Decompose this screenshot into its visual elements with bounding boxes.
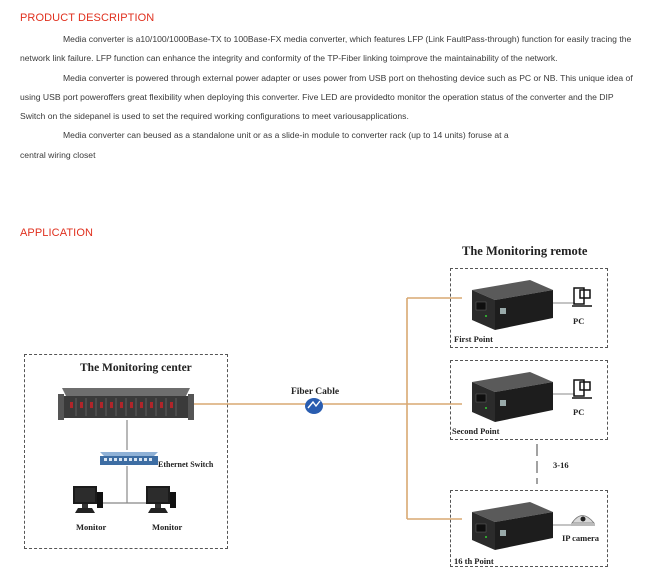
media-converter-icon [472,502,553,550]
range-label: 3-16 [553,460,569,470]
fiber-lines [190,297,462,520]
pc-label: PC [573,407,584,417]
product-description-text: Media converter is a10/100/1000Base-TX t… [20,30,635,165]
ip-camera-label: IP camera [562,533,600,543]
ip-camera-icon [571,515,595,526]
fiber-cable-label: Fiber Cable [291,387,339,397]
paragraph-rack: Media converter can beused as a standalo… [63,130,509,141]
center-title: The Monitoring center [80,362,192,374]
sixteenth-point-box [450,490,608,567]
media-converter-icon [472,372,553,422]
second-point-label: Second Point [452,426,500,436]
monitoring-center-box [24,354,228,549]
application-heading: APPLICATION [20,227,94,239]
paragraph-usb-power: Media converter is powered through exter… [20,72,633,122]
media-converter-icon [472,280,553,330]
monitor-icon [73,486,103,513]
ethernet-switch-icon [100,452,158,465]
first-point-box [450,268,608,348]
second-point-box [450,360,608,440]
pc-icon [572,287,592,307]
paragraph-lfp: Media converter is a10/100/1000Base-TX t… [20,34,632,64]
monitor-label: Monitor [76,522,106,532]
pc-label: PC [573,316,584,326]
remote-title: The Monitoring remote [462,244,588,258]
fiber-cable-icon [305,398,323,414]
monitor-icon [146,486,176,513]
paragraph-closet: central wiring closet [20,149,96,160]
media-converter-rack-icon [58,388,194,420]
sixteenth-point-label: 16 th Point [454,556,494,566]
pc-icon [572,379,592,399]
first-point-label: First Point [454,334,493,344]
monitor-label: Monitor [152,522,182,532]
product-description-heading: PRODUCT DESCRIPTION [20,12,155,24]
ethernet-switch-label: Ethernet Switch [158,460,214,469]
